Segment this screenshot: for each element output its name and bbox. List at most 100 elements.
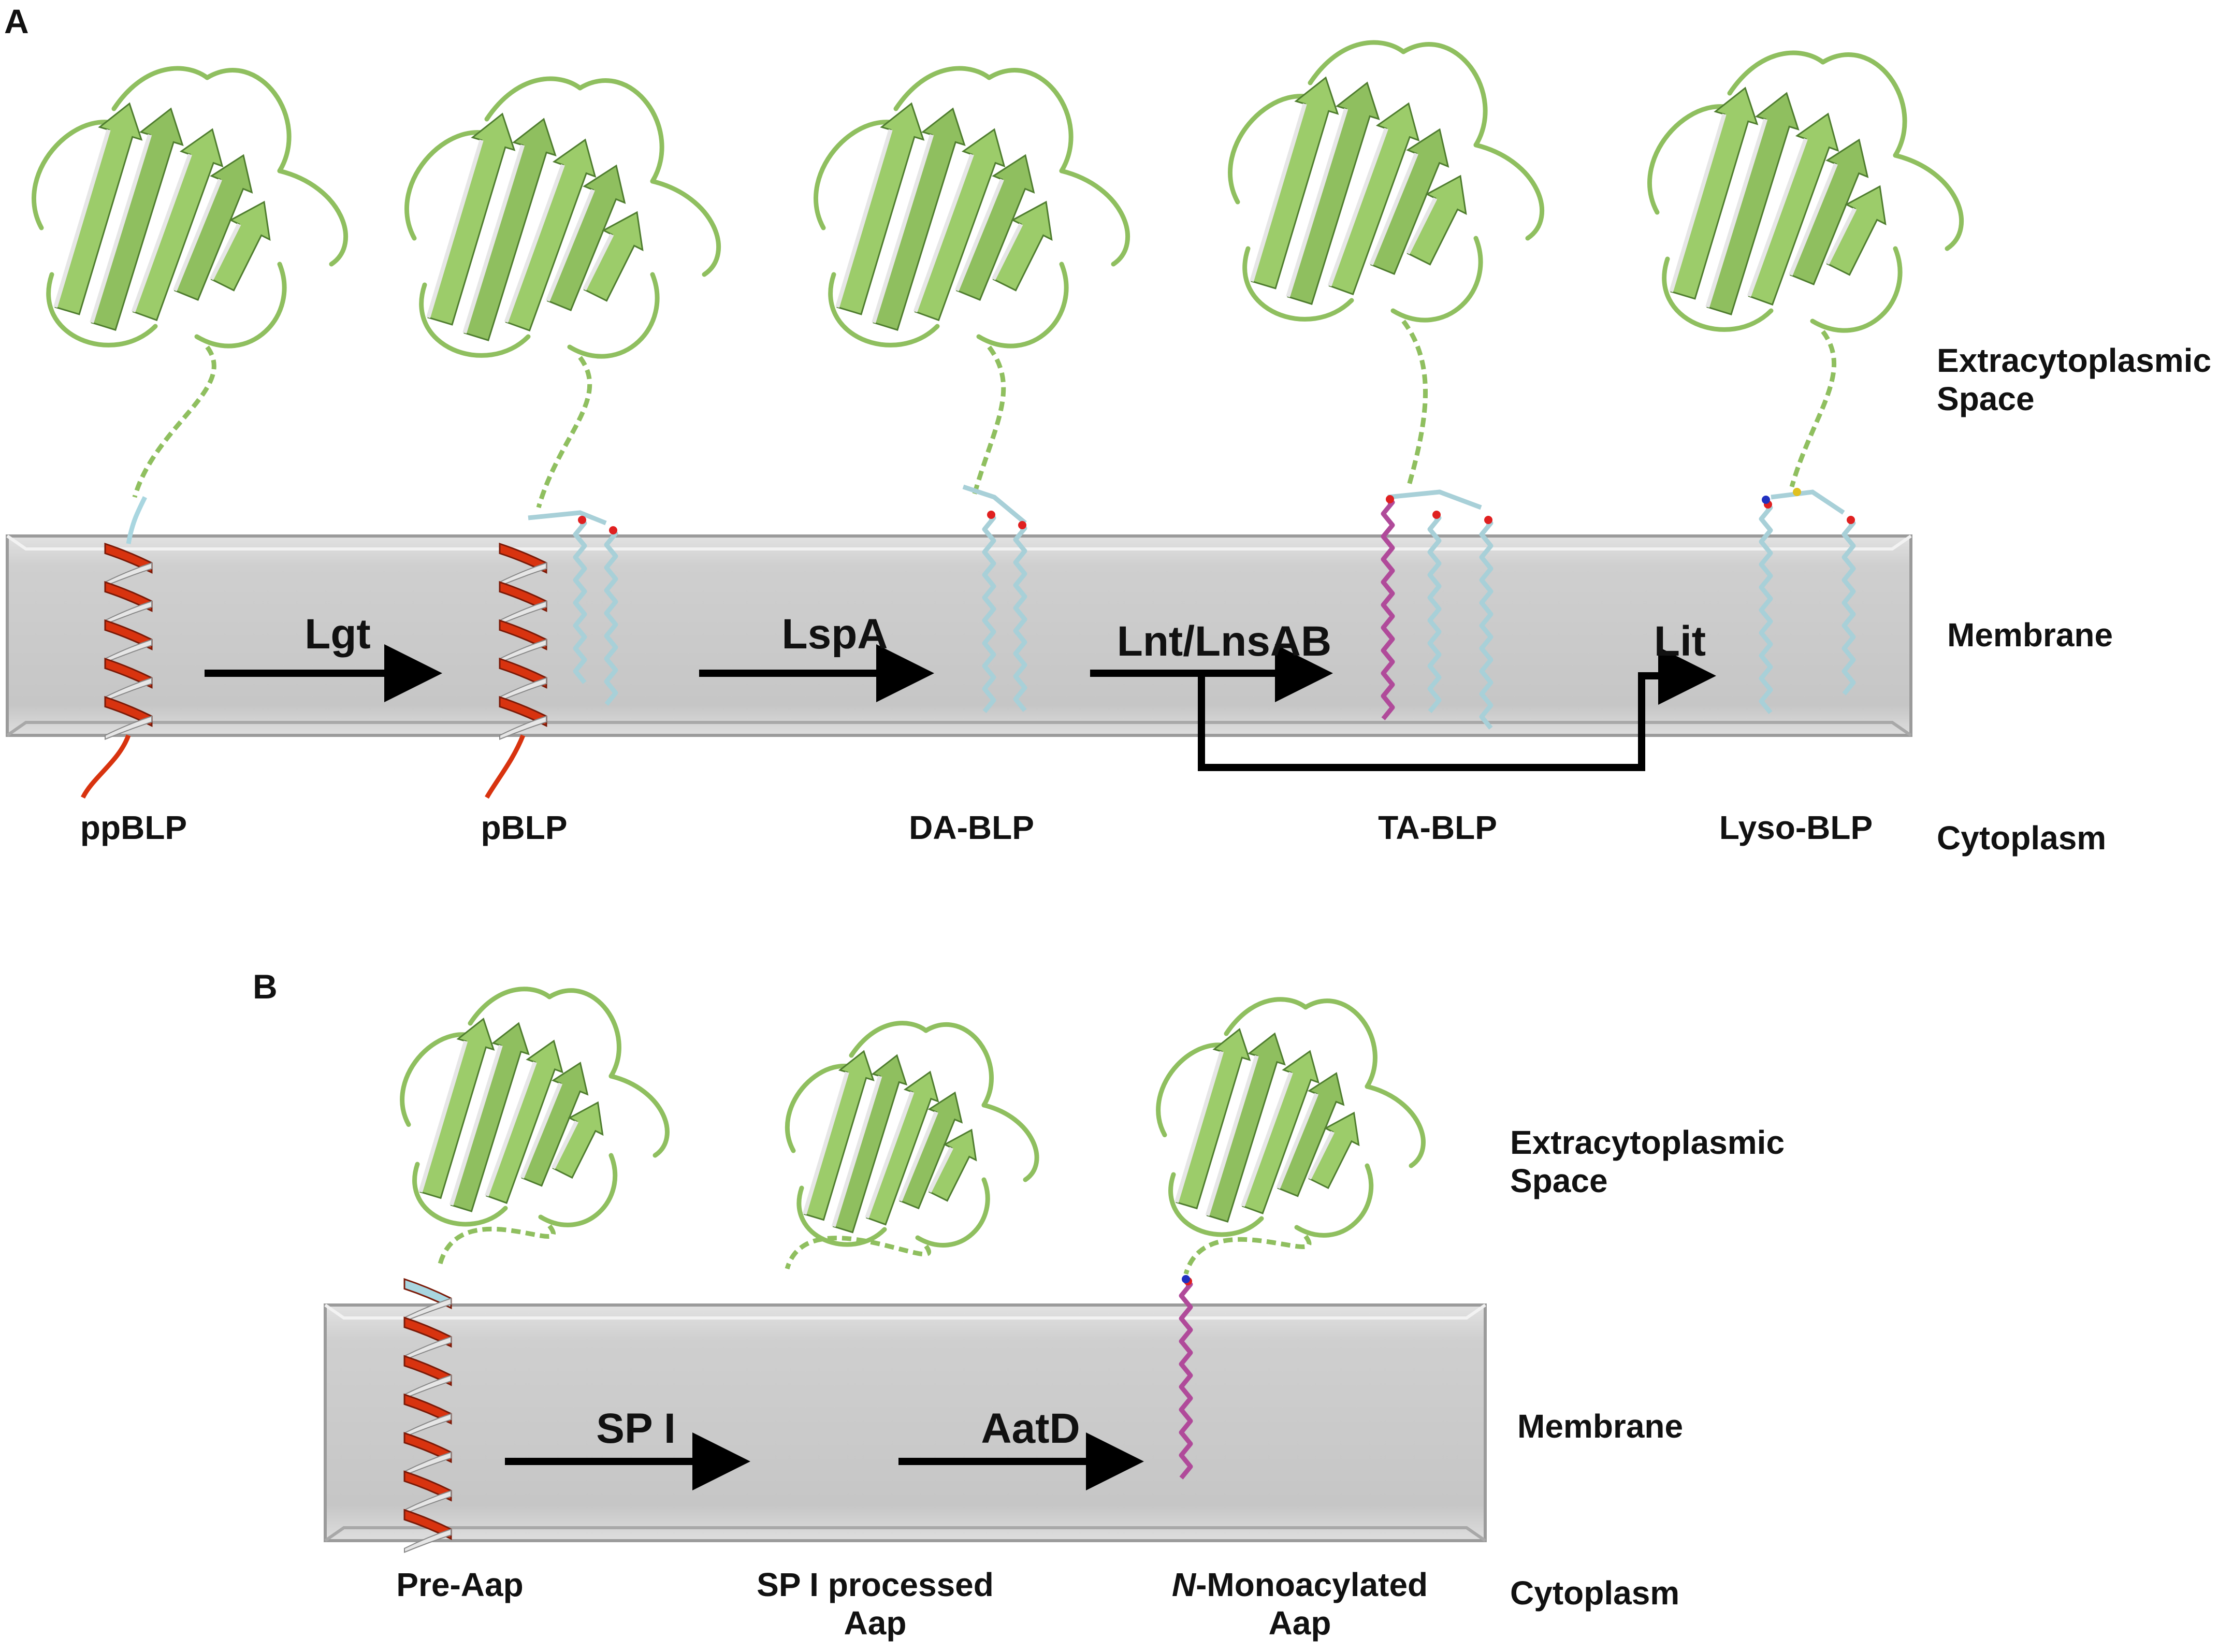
protein-stalk — [438, 1224, 556, 1265]
beta-strand-edge — [1789, 163, 1838, 276]
acyl-chain — [982, 515, 996, 713]
helix-turn-front — [104, 695, 153, 727]
label-extracytoplasmic-a: Extracytoplasmic Space — [1937, 342, 2212, 417]
protein-loop — [419, 282, 531, 358]
beta-strand-edge — [835, 129, 893, 308]
protein-loop — [205, 68, 292, 173]
helix-pre-aap — [403, 1278, 452, 1553]
helix-turn-front — [104, 657, 153, 689]
beta-strand-edge — [173, 179, 222, 292]
protein-loop — [1294, 1163, 1374, 1238]
beta-strand-edge — [927, 1147, 953, 1193]
panel-a-letter: A — [4, 2, 29, 40]
label-membrane-b: Membrane — [1517, 1408, 1684, 1445]
beta-strand-edge — [865, 1091, 915, 1219]
enzyme-lgt: Lgt — [304, 611, 371, 658]
helix-turn-front — [403, 1278, 452, 1310]
helix-turn-front — [403, 1316, 452, 1348]
acyl-chain — [1013, 526, 1027, 712]
helix-turn-back — [105, 715, 152, 740]
protein-loop — [608, 1074, 670, 1158]
beta-strand-edge — [551, 1120, 579, 1169]
oxygen-atom — [987, 511, 995, 519]
n-acyl-chain — [1179, 1282, 1193, 1480]
helix-turn-front — [499, 695, 547, 727]
helix-turn-back — [404, 1528, 452, 1553]
protein-loop — [1893, 153, 1964, 251]
beta-strand-edge — [831, 1075, 882, 1227]
protein-loop — [987, 68, 1074, 173]
protein-domain-ppblp — [32, 66, 348, 498]
beta-strand-edge — [898, 1111, 938, 1202]
protein-loop — [1727, 50, 1825, 96]
protein-loop — [1224, 997, 1308, 1036]
stage3-text: Monoacylated Aap — [1207, 1566, 1428, 1642]
enzyme-lit: Lit — [1654, 618, 1706, 665]
beta-strand-edge — [1205, 1055, 1259, 1216]
sulfur-atom — [1793, 488, 1801, 496]
acyl-chain — [604, 531, 618, 706]
n-acyl-chain — [1381, 500, 1395, 720]
protein-loop — [796, 1185, 887, 1247]
protein-loop — [1390, 236, 1483, 323]
helix-turn-front — [403, 1432, 452, 1463]
oxygen-atom — [1484, 516, 1492, 524]
glyceryl-head — [1771, 489, 1845, 515]
protein-domain-monoacylated-aap — [1156, 997, 1426, 1275]
stage-da-blp: DA-BLP — [909, 809, 1034, 846]
beta-strand-edge — [1250, 103, 1307, 282]
membrane-bar-b — [324, 1303, 1487, 1542]
acyl-chain — [1842, 520, 1856, 695]
stage-sp1-processed-aap: SP I processed Aap — [757, 1566, 994, 1642]
helix-turn-front — [104, 619, 153, 650]
acyl-chain — [1427, 515, 1442, 713]
beta-strand-edge — [1669, 113, 1727, 293]
beta-strand-edge — [426, 139, 484, 318]
signal-tail — [485, 734, 526, 799]
beta-strand-edge — [1327, 127, 1388, 287]
oxygen-atom — [1386, 495, 1394, 503]
protein-loop — [893, 66, 992, 111]
protein-loop — [484, 76, 583, 122]
helix-turn-front — [499, 657, 547, 689]
protein-loop — [1059, 168, 1130, 267]
beta-strand-edge — [209, 223, 241, 281]
protein-stalk — [1401, 320, 1428, 488]
protein-domain-lyso-blp — [1647, 50, 1964, 488]
beta-strand-edge — [520, 1082, 563, 1179]
helix-turn-front — [104, 542, 153, 574]
beta-strand-edge — [504, 164, 565, 323]
nitrogen-atom — [1762, 496, 1770, 504]
helix-turn-front — [403, 1393, 452, 1425]
stage-ppblp: ppBLP — [80, 809, 187, 846]
protein-loop — [1365, 1084, 1426, 1168]
label-extracytoplasmic-b: Extracytoplasmic Space — [1510, 1124, 1785, 1199]
protein-domain-ta-blp — [1228, 40, 1544, 488]
protein-loop — [1820, 52, 1907, 158]
beta-strand-edge — [955, 179, 1004, 292]
protein-stalk — [1183, 1235, 1312, 1275]
stage-n-monoacylated-aap: N-Monoacylated Aap — [1165, 1566, 1434, 1642]
beta-strand-edge — [1241, 1071, 1293, 1207]
helix-turn-front — [403, 1509, 452, 1540]
beta-strand-edge — [1825, 208, 1857, 265]
helix-turn-front — [499, 542, 547, 574]
protein-stalk — [971, 345, 1006, 498]
beta-strand-edge — [90, 134, 152, 324]
stage-pblp: pBLP — [481, 809, 568, 846]
beta-strand-edge — [462, 144, 525, 334]
glyceryl-head — [962, 484, 1027, 525]
label-cytoplasm-a: Cytoplasm — [1937, 819, 2107, 857]
helix-pblp — [499, 542, 547, 740]
helix-ppblp — [104, 542, 153, 740]
oxygen-atom — [1018, 521, 1026, 529]
enzyme-lnt-lnsab: Lnt/LnsAB — [1116, 618, 1332, 665]
helix-turn-back — [499, 715, 547, 740]
acyl-chain — [1759, 505, 1773, 714]
beta-strand-edge — [802, 1071, 849, 1215]
acyl-chain — [573, 520, 587, 684]
protein-loop — [194, 262, 287, 349]
oxygen-atom — [609, 526, 617, 534]
beta-strand-edge — [872, 134, 934, 324]
